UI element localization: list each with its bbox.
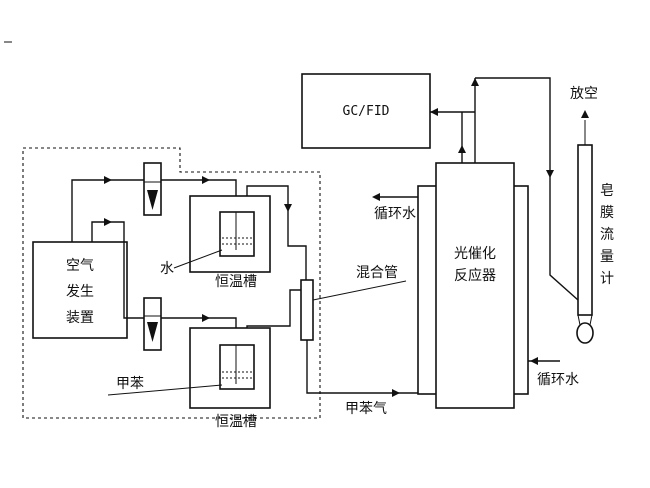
flowmeter-char-5: 计 <box>600 271 614 287</box>
top-feed-arrow <box>202 176 210 184</box>
toluene-bottle <box>219 344 255 390</box>
bottom-feed-arrow <box>202 314 210 322</box>
flowmeter-char-3: 流 <box>600 227 614 243</box>
vent-label: 放空 <box>570 86 598 102</box>
flowmeter-char-1: 皂 <box>600 183 614 199</box>
toluene-gas-label: 甲苯气 <box>345 400 387 417</box>
air-generator-box <box>32 241 128 339</box>
circulating-water-bottom-label: 循环水 <box>537 372 579 388</box>
air-generator-label-1: 空气 <box>66 258 94 274</box>
toluene-label: 甲苯 <box>116 375 144 392</box>
soap-bulb <box>576 322 594 344</box>
lower-air-arrow <box>104 218 112 226</box>
mixing-tube-pointer <box>312 280 407 301</box>
flowmeter-top-float <box>147 190 158 210</box>
water-to-mixer-line <box>287 212 307 280</box>
air-generator-label-2: 发生 <box>66 284 94 300</box>
dashed-enclosure <box>22 147 321 419</box>
flowmeter-bottom-float <box>147 322 158 342</box>
mixing-tube <box>300 279 314 341</box>
reactor-label-1: 光催化 <box>454 246 496 262</box>
toluene-gas-arrow <box>392 389 400 397</box>
water-pointer <box>173 249 223 269</box>
flowmeter-top <box>143 162 162 216</box>
toluene-pointer <box>107 384 223 396</box>
mixing-tube-label: 混合管 <box>356 265 398 281</box>
air-generator-label-3: 装置 <box>66 310 94 326</box>
thermostat-bottom-label: 恒温槽 <box>215 414 257 430</box>
upper-air-arrow <box>104 176 112 184</box>
gc-fid-label: GC/FID <box>343 104 390 119</box>
soap-flowmeter-tube <box>577 144 593 316</box>
flowmeter-char-4: 量 <box>600 249 614 265</box>
upper-air-line <box>71 179 144 242</box>
flowmeter-char-2: 膜 <box>600 205 614 221</box>
vent-arrow <box>581 110 589 118</box>
reactor-body <box>435 162 515 409</box>
gc-return-arrow <box>430 108 438 116</box>
reactor-sample-arrow <box>458 145 466 153</box>
top-exit-arrow <box>284 204 292 212</box>
circulating-water-bottom-arrow <box>530 357 538 365</box>
circulating-water-top-label: 循环水 <box>374 206 416 222</box>
toluene-gas-line <box>306 340 430 394</box>
to-flowmeter-arrow <box>546 170 554 178</box>
circulating-water-top-arrow <box>372 193 380 201</box>
reactor-outlet-arrow <box>471 78 479 86</box>
water-bottle <box>219 211 255 257</box>
water-label: 水 <box>160 261 174 277</box>
thermostat-top-label: 恒温槽 <box>215 274 257 290</box>
gc-fid-box <box>301 73 431 149</box>
reactor-label-2: 反应器 <box>454 267 496 284</box>
lower-air-line <box>91 221 144 319</box>
